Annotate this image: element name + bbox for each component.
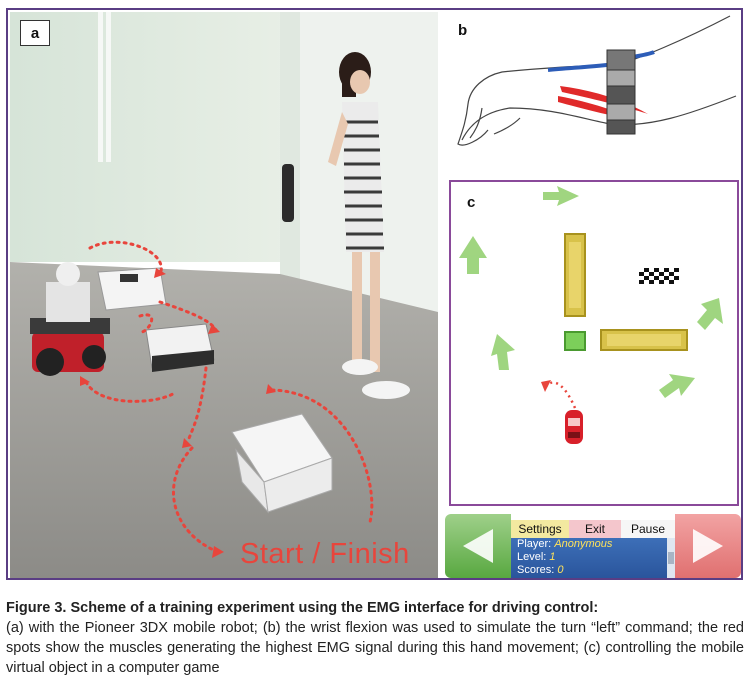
emg-bracelet [606,49,636,135]
level-label: Level: [517,551,547,563]
scores-row: Scores: 0 [517,564,675,577]
obstacle-box [231,413,333,514]
red-car [565,410,583,444]
tab-pause[interactable]: Pause [621,520,675,538]
start-finish-label: Start / Finish [240,538,410,570]
obstacle-box [145,323,215,372]
player-row: Player: Anonymous [517,538,675,551]
checkered-flag [639,268,679,284]
scrollbar-thumb[interactable] [668,552,674,564]
info-scrollbar[interactable] [667,538,675,578]
tab-exit[interactable]: Exit [569,520,621,538]
turn-left-button[interactable] [445,514,511,578]
game-menu: Settings Exit Pause Player: Anonymous Le… [511,520,675,578]
direction-arrows [459,186,723,398]
scores-label: Scores: [517,564,555,576]
tab-settings[interactable]: Settings [511,520,569,538]
experiment-photo [10,12,438,578]
player-label: Player: [517,538,552,550]
caption-body: (a) with the Pioneer 3DX mobile robot; (… [6,620,744,676]
triangle-right-icon [693,529,723,563]
goal-square [564,331,586,351]
yellow-block [564,233,586,317]
triangle-left-icon [463,529,493,563]
level-row: Level: 1 [517,551,675,564]
turn-path [543,381,577,409]
figure-caption: Figure 3. Scheme of a training experimen… [6,598,744,678]
robot [30,262,110,376]
person [328,52,410,399]
yellow-block [600,329,688,351]
wrist-drawing [457,15,737,146]
panel-a-photo: a Start / Finish [10,12,438,578]
panel-c-label: c [467,194,476,211]
path-arrowheads [80,268,276,558]
scores-value: 0 [557,564,564,576]
turn-right-button[interactable] [675,514,741,578]
dotted-path [84,240,374,554]
level-value: 1 [549,551,556,563]
player-value: Anonymous [554,538,613,550]
game-field [459,186,723,444]
panel-b-label: b [458,22,468,39]
player-info-panel: Player: Anonymous Level: 1 Scores: 0 [511,538,675,578]
game-control-bar: Settings Exit Pause Player: Anonymous Le… [445,514,741,578]
caption-title: Figure 3. Scheme of a training experimen… [6,600,599,616]
panel-a-label: a [20,20,50,46]
panel-b-wrist: b [440,12,741,170]
figure-frame: a Start / Finish b [6,8,743,580]
panel-c-game: c [449,180,739,506]
